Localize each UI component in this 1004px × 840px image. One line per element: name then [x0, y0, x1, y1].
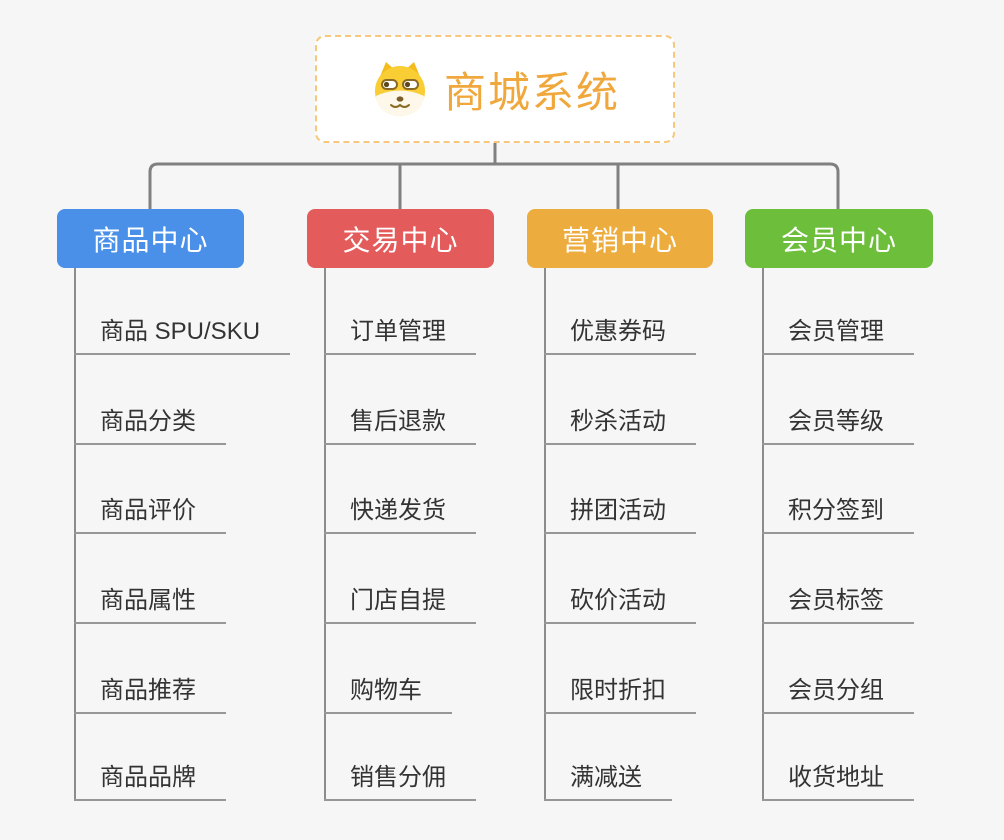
- branch-topic-member-center[interactable]: 会员中心: [745, 209, 933, 268]
- leaf-topic[interactable]: 门店自提: [324, 578, 476, 624]
- leaf-topic[interactable]: 售后退款: [324, 399, 476, 445]
- branch-topic-marketing-center[interactable]: 营销中心: [527, 209, 713, 268]
- leaf-topic[interactable]: 限时折扣: [544, 668, 696, 714]
- root-topic-title: 商城系统: [443, 68, 620, 116]
- leaf-topic[interactable]: 购物车: [324, 668, 452, 714]
- leaf-topic[interactable]: 优惠券码: [544, 309, 696, 355]
- leaf-topic[interactable]: 会员标签: [762, 578, 914, 624]
- leaf-topic[interactable]: 满减送: [544, 755, 672, 801]
- branch-spine-line: [74, 268, 76, 801]
- leaf-topic[interactable]: 会员管理: [762, 309, 914, 355]
- leaf-topic[interactable]: 积分签到: [762, 488, 914, 534]
- leaf-topic[interactable]: 订单管理: [324, 309, 476, 355]
- branch-topic-label: 商品中心: [92, 224, 209, 256]
- leaf-topic[interactable]: 会员等级: [762, 399, 914, 445]
- branch-topic-label: 会员中心: [780, 224, 897, 256]
- branch-topic-label: 交易中心: [342, 224, 459, 256]
- branch-connector-rail: [148, 162, 840, 209]
- leaf-topic[interactable]: 商品属性: [74, 578, 226, 624]
- shiba-dog-icon: [374, 62, 425, 116]
- leaf-topic[interactable]: 商品品牌: [74, 755, 226, 801]
- branch-spine-line: [324, 268, 326, 801]
- branch-spine-line: [762, 268, 764, 801]
- branch-topic-label: 营销中心: [561, 224, 678, 256]
- leaf-topic[interactable]: 商品分类: [74, 399, 226, 445]
- leaf-topic[interactable]: 销售分佣: [324, 755, 476, 801]
- leaf-topic[interactable]: 快递发货: [324, 488, 476, 534]
- branch-topic-product-center[interactable]: 商品中心: [57, 209, 244, 268]
- leaf-topic[interactable]: 商品评价: [74, 488, 226, 534]
- leaf-topic[interactable]: 拼团活动: [544, 488, 696, 534]
- leaf-topic[interactable]: 砍价活动: [544, 578, 696, 624]
- leaf-topic[interactable]: 商品 SPU/SKU: [74, 309, 291, 355]
- branch-spine-line: [544, 268, 546, 801]
- leaf-topic[interactable]: 秒杀活动: [544, 399, 696, 445]
- branch-topic-trade-center[interactable]: 交易中心: [307, 209, 494, 268]
- leaf-topic[interactable]: 收货地址: [762, 755, 914, 801]
- root-topic[interactable]: 商城系统: [315, 35, 675, 143]
- leaf-topic[interactable]: 商品推荐: [74, 668, 226, 714]
- leaf-topic[interactable]: 会员分组: [762, 668, 914, 714]
